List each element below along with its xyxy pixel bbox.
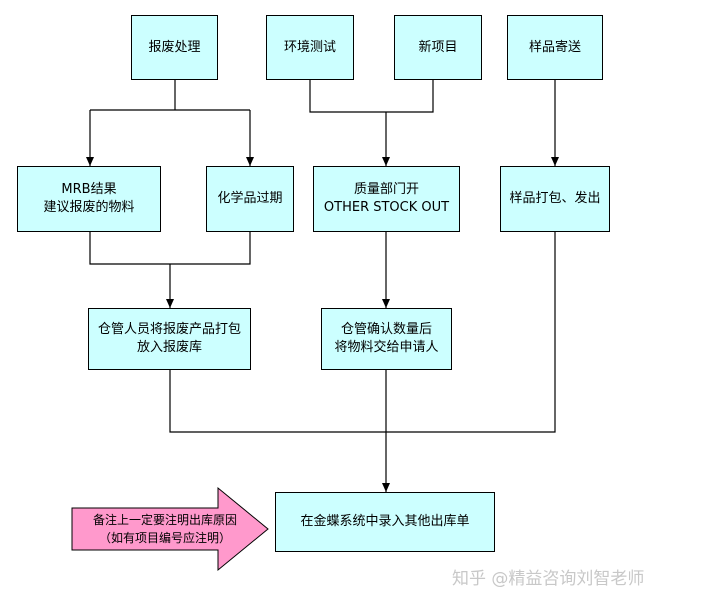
box-chemical-expired-label: 化学品过期 [217, 191, 283, 206]
box-env-test-label: 环境测试 [283, 39, 336, 55]
box-sample-pack-label: 样品打包、发出 [509, 191, 601, 206]
note-line2: （如有项目编号应注明） [98, 531, 231, 545]
box-mrb-line2: 建议报废的物料 [43, 200, 135, 215]
box-kingdee-entry-label: 在金蝶系统中录入其他出库单 [300, 514, 470, 529]
note-line1: 备注上一定要注明出库原因 [92, 513, 237, 527]
box-quality-line2: OTHER STOCK OUT [323, 200, 450, 215]
box-scrap-processing: 报废处理 [131, 15, 218, 80]
box-sample-pack: 样品打包、发出 [500, 166, 610, 232]
box-quality-dept: 质量部门开 OTHER STOCK OUT [313, 166, 460, 232]
box-warehouse-confirm-line2: 将物料交给申请人 [334, 340, 439, 355]
box-quality-line1: 质量部门开 [353, 182, 419, 197]
box-warehouse-confirm: 仓管确认数量后 将物料交给申请人 [321, 308, 452, 370]
box-warehouse-scrap-line2: 放入报废库 [136, 340, 202, 355]
connector-bottom-merge [169, 232, 556, 433]
box-warehouse-scrap-line1: 仓管人员将报废产品打包 [97, 322, 241, 337]
box-env-test: 环境测试 [266, 15, 354, 80]
watermark: 知乎 @精益咨询刘智老师 [452, 569, 645, 589]
box-kingdee-entry: 在金蝶系统中录入其他出库单 [275, 492, 495, 552]
box-new-project-label: 新项目 [418, 39, 458, 55]
connector-env-down [309, 80, 434, 113]
box-warehouse-scrap: 仓管人员将报废产品打包 放入报废库 [88, 308, 251, 370]
box-mrb-result: MRB结果 建议报废的物料 [17, 166, 161, 232]
box-mrb-line1: MRB结果 [61, 182, 117, 197]
note-arrow-shape [71, 486, 269, 572]
box-sample-send-label: 样品寄送 [528, 39, 581, 55]
box-scrap-processing-label: 报废处理 [148, 39, 201, 55]
box-new-project: 新项目 [394, 15, 482, 80]
box-chemical-expired: 化学品过期 [206, 166, 294, 232]
box-sample-send: 样品寄送 [507, 15, 603, 80]
box-warehouse-confirm-line1: 仓管确认数量后 [340, 322, 432, 337]
connector-mrb-chemical-merge [89, 232, 251, 265]
note-arrow: 备注上一定要注明出库原因 （如有项目编号应注明） [70, 499, 260, 559]
